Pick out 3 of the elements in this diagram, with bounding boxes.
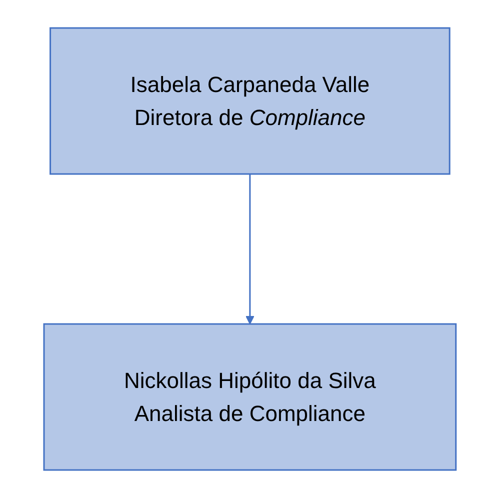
- node-box: Nickollas Hipólito da Silva Analista de Compliance: [43, 323, 457, 471]
- arrow: [246, 174, 254, 324]
- node-box: Isabela Carpaneda Valle Diretora de Compliance: [50, 27, 450, 175]
